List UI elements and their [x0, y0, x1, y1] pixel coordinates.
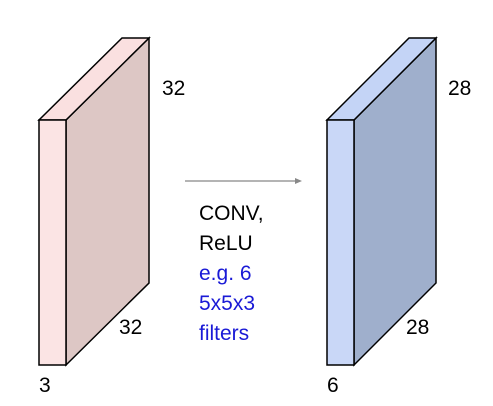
output-volume-front-face [326, 119, 355, 366]
output-width-label: 28 [406, 316, 429, 339]
transform-arrow [185, 178, 302, 184]
output-depth-label: 6 [327, 374, 339, 397]
input-height-label: 32 [162, 77, 185, 100]
operation-relu-label: ReLU [199, 232, 253, 255]
filters-word-label: filters [199, 322, 249, 345]
input-width-label: 32 [119, 316, 142, 339]
filters-size-label: 5x5x3 [199, 292, 255, 315]
output-volume [325, 36, 438, 367]
input-volume [37, 36, 151, 367]
output-height-label: 28 [448, 77, 471, 100]
input-volume-front-face [38, 119, 67, 366]
arrow-head-icon [295, 178, 302, 184]
operation-conv-label: CONV, [199, 202, 264, 225]
filters-count-label: e.g. 6 [199, 262, 252, 285]
input-depth-label: 3 [39, 374, 51, 397]
